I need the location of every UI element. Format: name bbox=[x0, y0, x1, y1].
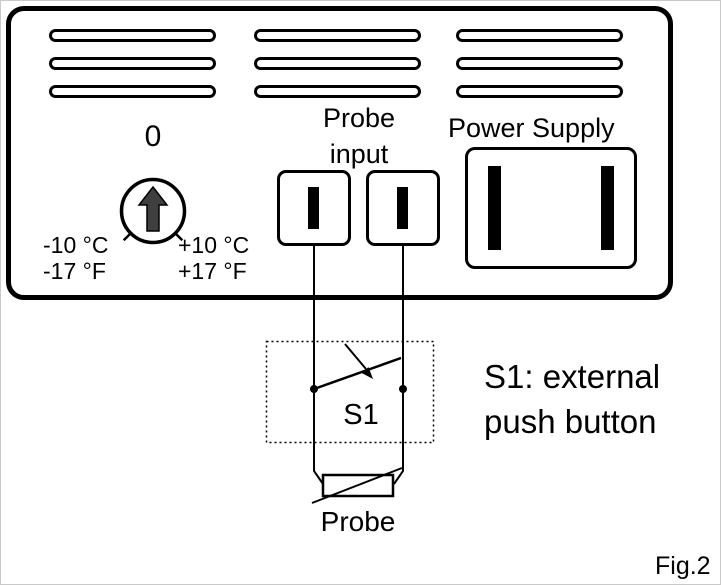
s1-caption: S1: external push button bbox=[484, 354, 714, 444]
probe-connector-left bbox=[277, 170, 351, 246]
s1-caption-line2: push button bbox=[484, 403, 657, 440]
dial-zero-label: 0 bbox=[144, 120, 162, 153]
wire-left-lower bbox=[313, 389, 324, 485]
probe-input-label-line1: Probe bbox=[322, 103, 396, 133]
probe-connector-right-pin bbox=[397, 187, 408, 229]
dial-min-fahrenheit-label: -17 °F bbox=[43, 258, 106, 284]
dial-max-celsius-label: +10 °C bbox=[178, 232, 250, 258]
vent-slot bbox=[456, 29, 623, 42]
push-arrow-icon bbox=[361, 367, 373, 379]
probe-connector-left-pin bbox=[308, 187, 319, 229]
vent-slot bbox=[456, 57, 623, 70]
switch-s1-label: S1 bbox=[343, 399, 379, 431]
dial-max-fahrenheit-label: +17 °F bbox=[178, 258, 247, 284]
power-supply-connector bbox=[465, 147, 637, 269]
push-arrow-shaft bbox=[344, 343, 367, 370]
power-pin-left bbox=[488, 166, 501, 250]
power-supply-label: Power Supply bbox=[448, 113, 615, 143]
probe-input-label: Probe input bbox=[277, 100, 441, 172]
wire-right-lower bbox=[393, 389, 404, 485]
vent-slot bbox=[49, 57, 216, 70]
dial-min-celsius-label: -10 °C bbox=[43, 232, 109, 258]
power-pin-right bbox=[601, 166, 614, 250]
vent-slot bbox=[254, 29, 421, 42]
vent-slot bbox=[49, 85, 216, 98]
s1-caption-line1: S1: external bbox=[484, 358, 661, 395]
probe-connector-right bbox=[366, 170, 440, 246]
probe-input-label-line2: input bbox=[329, 139, 389, 169]
switch-terminal-left bbox=[310, 385, 318, 393]
probe-symbol-diagonal bbox=[311, 467, 403, 504]
figure-label: Fig.2 bbox=[655, 552, 711, 580]
switch-terminal-right bbox=[399, 385, 407, 393]
probe-symbol-body bbox=[321, 473, 395, 498]
switch-lever bbox=[313, 356, 402, 391]
vent-slot bbox=[49, 29, 216, 42]
vent-slot bbox=[254, 85, 421, 98]
vent-slot bbox=[254, 57, 421, 70]
probe-symbol-label: Probe bbox=[320, 506, 396, 537]
vent-slot bbox=[456, 85, 623, 98]
